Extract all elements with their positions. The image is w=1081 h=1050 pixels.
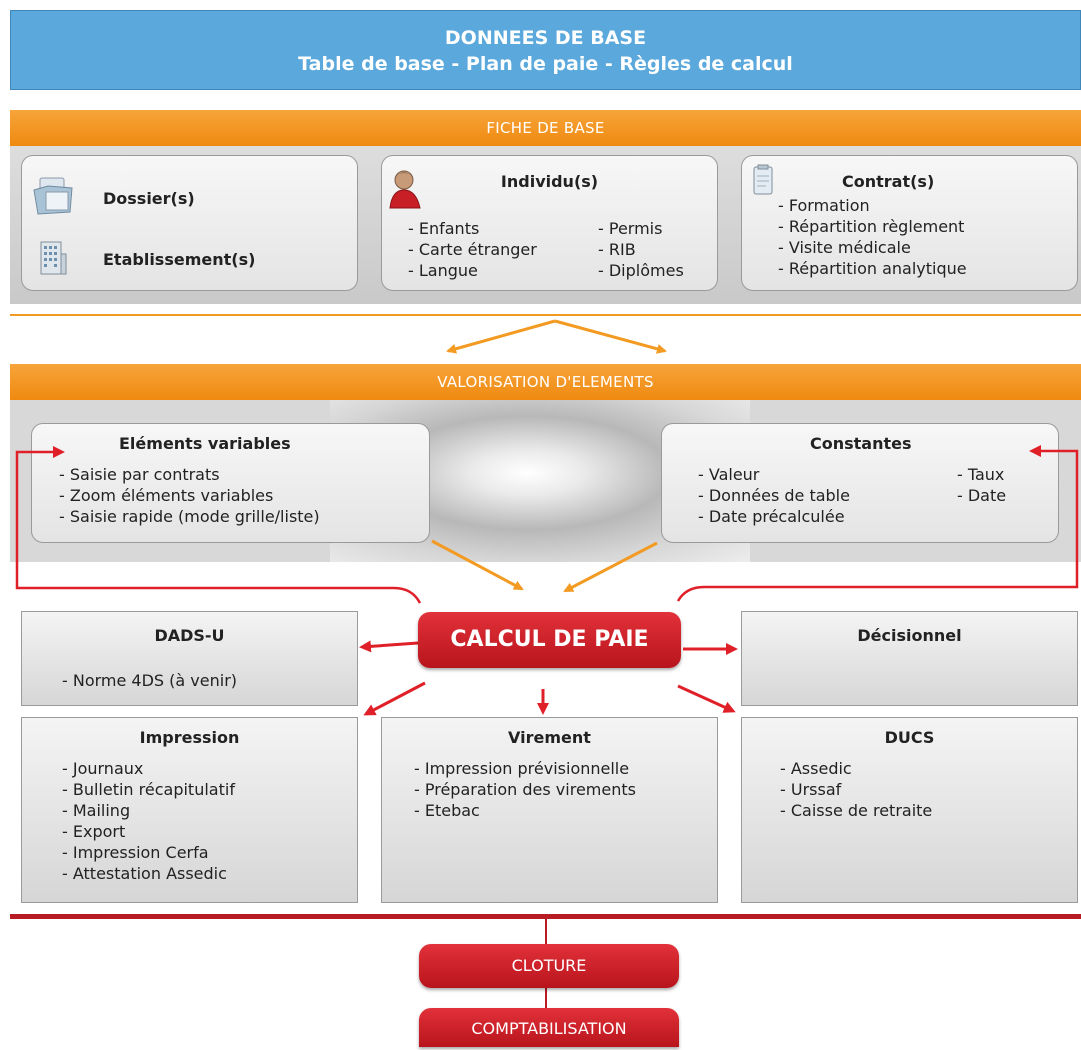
ducs-box: DUCS - Assedic - Urssaf - Caisse de retr… xyxy=(741,717,1078,903)
constantes-item: - Valeur xyxy=(698,465,760,484)
contrat-item: - Répartition analytique xyxy=(778,259,967,278)
red-arrow-ducs xyxy=(677,684,736,713)
impression-item: - Attestation Assedic xyxy=(62,864,227,883)
constantes-col1: - Valeur - Données de table - Date préca… xyxy=(698,464,850,527)
impression-box: Impression - Journaux - Bulletin récapit… xyxy=(21,717,358,903)
dossier-label: Dossier(s) xyxy=(103,189,195,208)
orange-arrow-left xyxy=(446,319,556,354)
ducs-item: - Assedic xyxy=(780,759,852,778)
contrat-list: - Formation - Répartition règlement - Vi… xyxy=(778,195,967,279)
contrat-item: - Répartition règlement xyxy=(778,217,965,236)
building-icon xyxy=(38,240,68,276)
fiche-de-base-label: FICHE DE BASE xyxy=(486,119,605,137)
dadsu-item: - Norme 4DS (à venir) xyxy=(62,671,238,690)
constantes-title: Constantes xyxy=(810,434,912,453)
impression-title: Impression xyxy=(139,728,240,747)
individu-title: Individu(s) xyxy=(500,172,599,191)
elements-variables-title: Eléments variables xyxy=(119,434,291,453)
individu-item: - Langue xyxy=(408,261,478,280)
elements-variables-item: - Zoom éléments variables xyxy=(59,486,274,505)
constantes-item: - Date précalculée xyxy=(698,507,845,526)
dossier-etablissement-card: Dossier(s) Etablissement(s) xyxy=(21,155,358,291)
ducs-title: DUCS xyxy=(884,728,935,747)
contrat-card: Contrat(s) - Formation - Répartition règ… xyxy=(741,155,1078,291)
individu-col2: - Permis - RIB - Diplômes xyxy=(598,218,684,281)
elements-variables-list: - Saisie par contrats - Zoom éléments va… xyxy=(59,464,320,527)
elements-variables-card: Eléments variables - Saisie par contrats… xyxy=(31,423,430,543)
comptabilisation-label: COMPTABILISATION xyxy=(471,1019,627,1038)
impression-item: - Bulletin récapitulatif xyxy=(62,780,235,799)
header-title: DONNEES DE BASE xyxy=(444,27,647,49)
red-arrow-impression xyxy=(363,681,426,716)
individu-item: - Diplômes xyxy=(598,261,684,280)
comptabilisation-button[interactable]: COMPTABILISATION xyxy=(419,1008,679,1047)
elements-variables-item: - Saisie rapide (mode grille/liste) xyxy=(59,507,320,526)
virement-title: Virement xyxy=(508,728,591,747)
individu-item: - Carte étranger xyxy=(408,240,537,259)
individu-col1: - Enfants - Carte étranger - Langue xyxy=(408,218,537,281)
ducs-list: - Assedic - Urssaf - Caisse de retraite xyxy=(780,758,932,821)
cloture-button[interactable]: CLOTURE xyxy=(419,944,679,988)
orange-arrow-from-constantes xyxy=(563,541,658,593)
elements-variables-item: - Saisie par contrats xyxy=(59,465,220,484)
individu-card: Individu(s) - Enfants - Carte étranger -… xyxy=(381,155,718,291)
contrat-item: - Visite médicale xyxy=(778,238,911,257)
header-banner: DONNEES DE BASE Table de base - Plan de … xyxy=(10,10,1081,90)
impression-list: - Journaux - Bulletin récapitulatif - Ma… xyxy=(62,758,235,884)
individu-item: - Permis xyxy=(598,219,663,238)
impression-item: - Mailing xyxy=(62,801,131,820)
virement-list: - Impression prévisionnelle - Préparatio… xyxy=(414,758,636,821)
constantes-col2: - Taux - Date xyxy=(957,464,1006,506)
etablissement-label: Etablissement(s) xyxy=(103,250,256,269)
orange-arrow-right xyxy=(554,319,667,354)
folder-icon xyxy=(32,176,76,216)
header-subtitle: Table de base - Plan de paie - Règles de… xyxy=(298,53,793,75)
impression-item: - Journaux xyxy=(62,759,144,778)
red-loop-right xyxy=(676,445,1079,602)
constantes-item: - Date xyxy=(957,486,1007,505)
calcul-de-paie-button[interactable]: CALCUL DE PAIE xyxy=(418,612,681,668)
contrat-item: - Formation xyxy=(778,196,870,215)
orange-separator xyxy=(10,314,1081,316)
calcul-de-paie-label: CALCUL DE PAIE xyxy=(450,627,649,652)
virement-item: - Impression prévisionnelle xyxy=(414,759,630,778)
red-loop-left xyxy=(15,446,422,604)
dadsu-list: - Norme 4DS (à venir) xyxy=(62,670,237,691)
constantes-item: - Données de table xyxy=(698,486,850,505)
document-icon xyxy=(752,164,776,196)
individu-item: - RIB xyxy=(598,240,636,259)
dadsu-title: DADS-U xyxy=(154,626,225,645)
cloture-label: CLOTURE xyxy=(511,956,587,975)
constantes-card: Constantes - Valeur - Données de table -… xyxy=(661,423,1059,543)
valorisation-bar: VALORISATION D'ELEMENTS xyxy=(10,364,1081,400)
valorisation-label: VALORISATION D'ELEMENTS xyxy=(437,373,654,391)
virement-box: Virement - Impression prévisionnelle - P… xyxy=(381,717,718,903)
constantes-item: - Taux xyxy=(957,465,1005,484)
decisionnel-box: Décisionnel xyxy=(741,611,1078,706)
ducs-item: - Urssaf xyxy=(780,780,842,799)
individu-item: - Enfants xyxy=(408,219,480,238)
ducs-item: - Caisse de retraite xyxy=(780,801,933,820)
dadsu-box: DADS-U - Norme 4DS (à venir) xyxy=(21,611,358,706)
person-icon xyxy=(388,168,424,210)
impression-item: - Export xyxy=(62,822,126,841)
impression-item: - Impression Cerfa xyxy=(62,843,209,862)
virement-item: - Etebac xyxy=(414,801,480,820)
fiche-de-base-bar: FICHE DE BASE xyxy=(10,110,1081,146)
decisionnel-title: Décisionnel xyxy=(857,626,962,645)
virement-item: - Préparation des virements xyxy=(414,780,636,799)
contrat-title: Contrat(s) xyxy=(842,172,935,191)
red-arrow-dadsu xyxy=(359,640,419,653)
orange-arrow-from-elements xyxy=(431,539,524,591)
